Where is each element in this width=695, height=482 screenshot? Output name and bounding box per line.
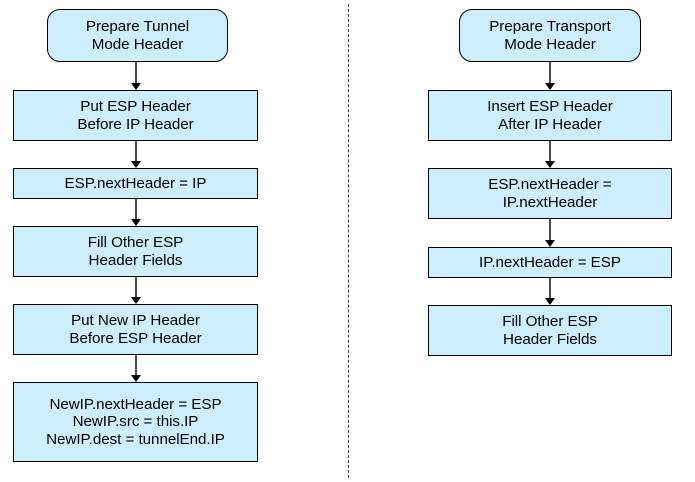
vertical-dashed-divider (348, 4, 349, 478)
flow-arrow (545, 62, 555, 90)
flow-node-transport-start[interactable]: Prepare Transport Mode Header (459, 9, 641, 62)
flow-node-tunnel-step-4[interactable]: Put New IP Header Before ESP Header (13, 304, 258, 355)
flow-arrow (131, 355, 141, 382)
flow-node-transport-step-3[interactable]: IP.nextHeader = ESP (428, 247, 672, 278)
flow-arrow (545, 278, 555, 305)
flow-arrow (131, 62, 141, 90)
flow-node-transport-step-2[interactable]: ESP.nextHeader = IP.nextHeader (428, 168, 672, 219)
flow-node-tunnel-step-1[interactable]: Put ESP Header Before IP Header (13, 90, 258, 141)
flow-node-tunnel-step-2[interactable]: ESP.nextHeader = IP (13, 168, 258, 199)
flow-arrow (131, 199, 141, 226)
flow-node-tunnel-step-3[interactable]: Fill Other ESP Header Fields (13, 226, 258, 277)
flow-arrow (545, 219, 555, 247)
flow-node-tunnel-start[interactable]: Prepare Tunnel Mode Header (47, 9, 228, 62)
flow-arrow (545, 141, 555, 168)
flow-node-transport-step-4[interactable]: Fill Other ESP Header Fields (428, 305, 672, 356)
flow-arrow (131, 277, 141, 304)
flow-arrow (131, 141, 141, 168)
flow-node-tunnel-step-5[interactable]: NewIP.nextHeader = ESP NewIP.src = this.… (13, 382, 258, 462)
flow-node-transport-step-1[interactable]: Insert ESP Header After IP Header (428, 90, 672, 141)
